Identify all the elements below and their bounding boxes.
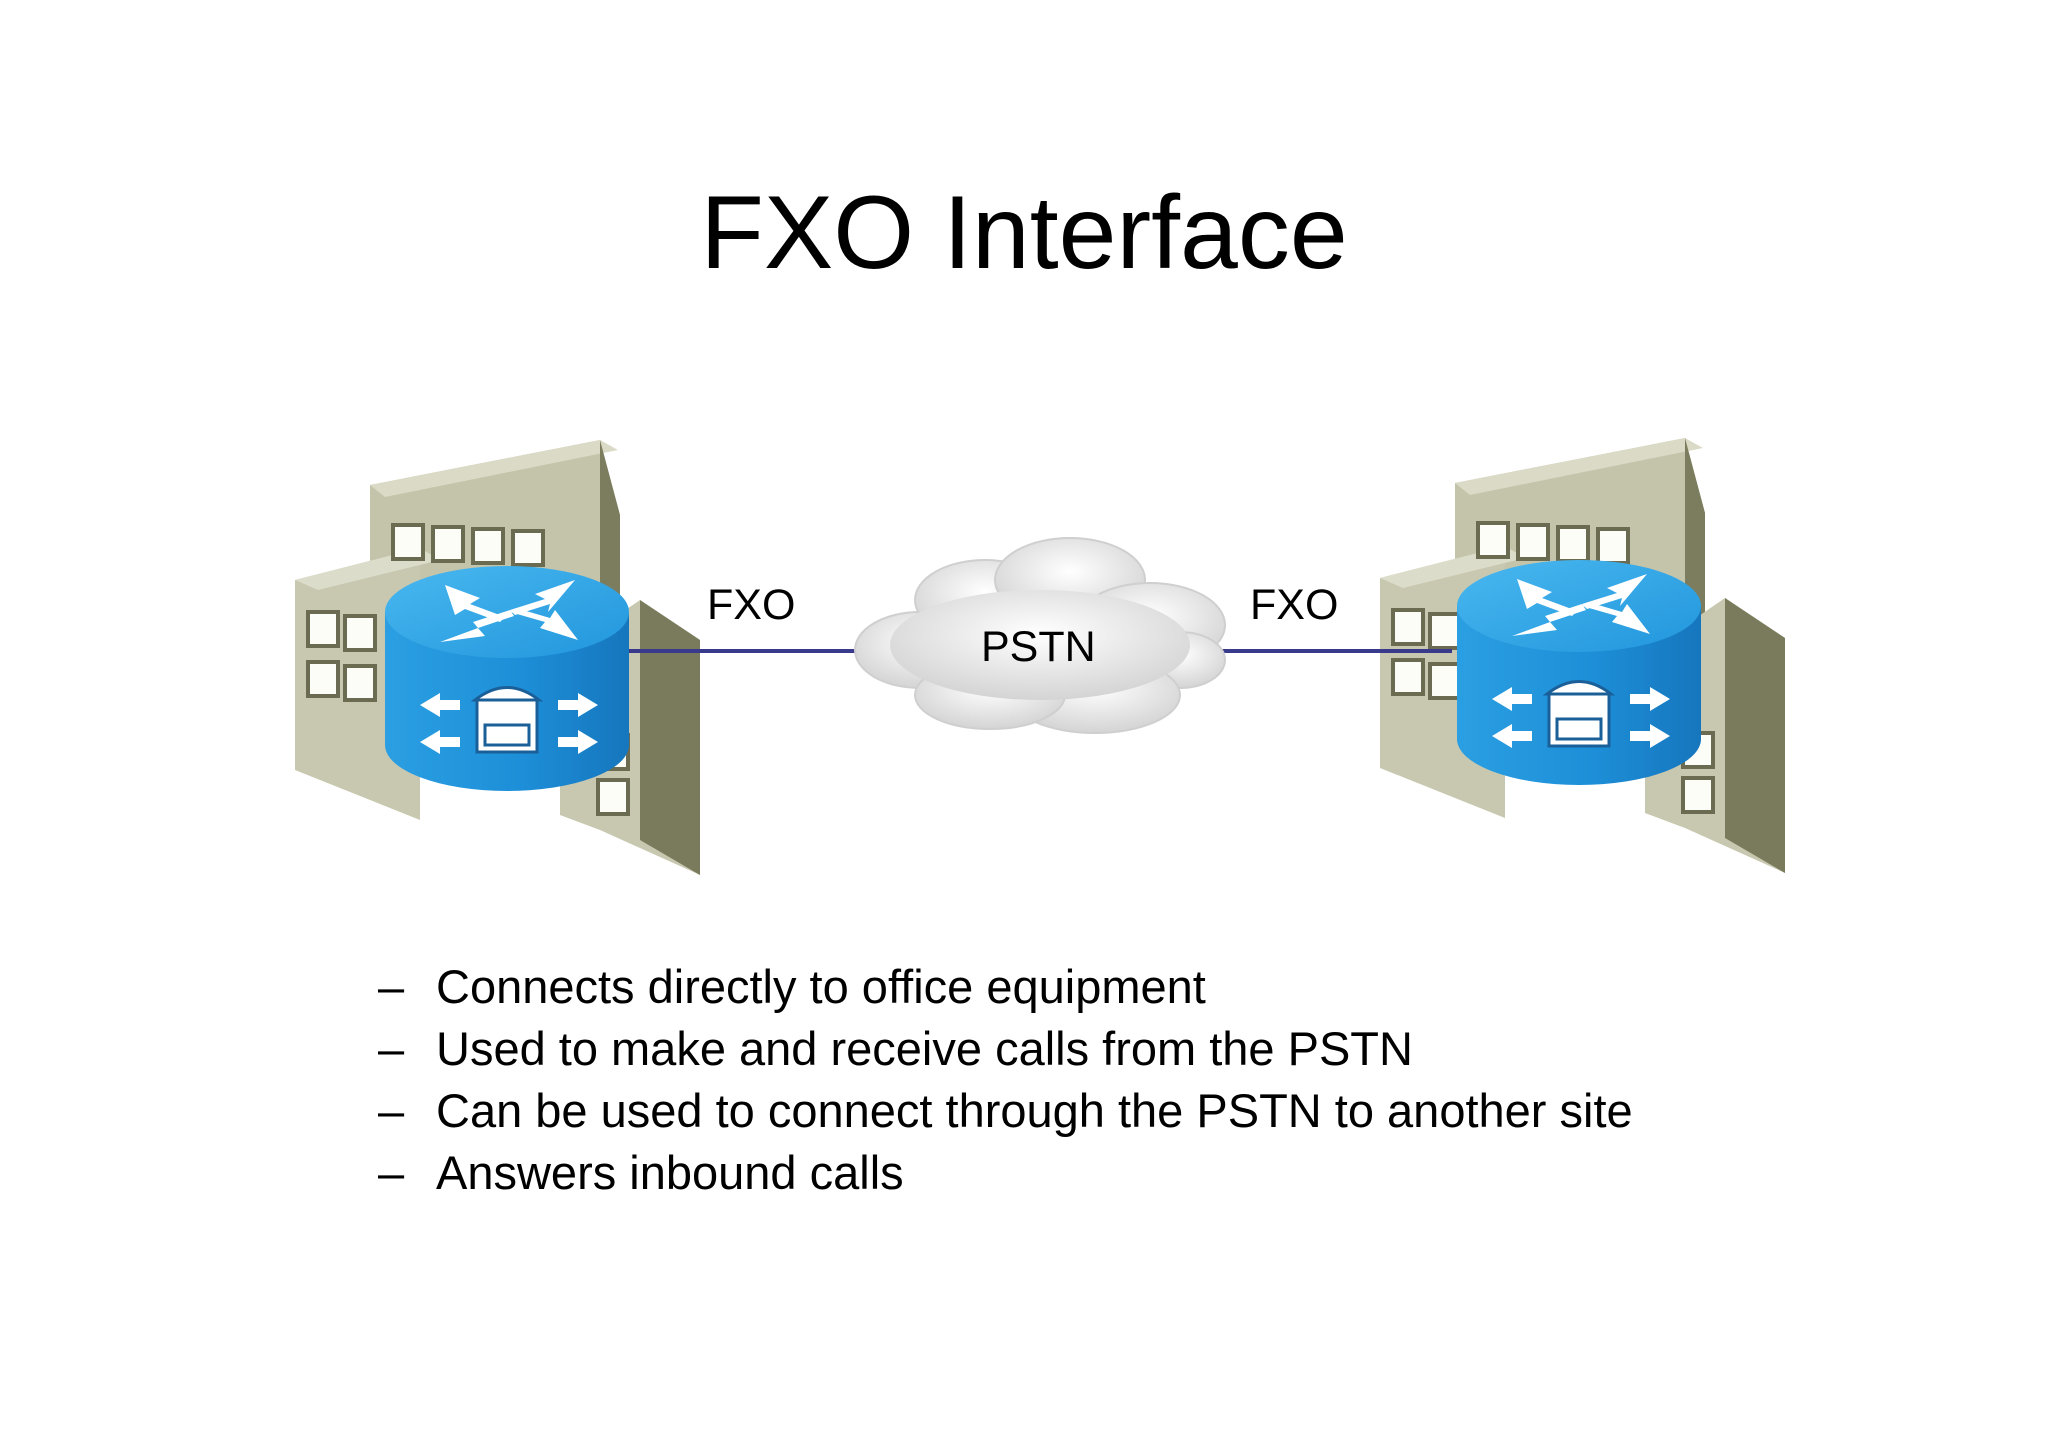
- left-voice-router-icon: [383, 564, 631, 793]
- left-fxo-label: FXO: [707, 581, 796, 629]
- pstn-label: PSTN: [981, 623, 1096, 671]
- slide-title: FXO Interface: [700, 175, 1348, 291]
- bullet-text: Used to make and receive calls from the …: [436, 1022, 1413, 1075]
- bullet-text: Can be used to connect through the PSTN …: [436, 1084, 1633, 1137]
- pstn-cloud-icon: [854, 537, 1226, 734]
- bullet-text: Connects directly to office equipment: [436, 960, 1206, 1013]
- bullet-marker: –: [378, 1146, 405, 1199]
- bullet-marker: –: [378, 1084, 405, 1137]
- list-item: – Answers inbound calls: [378, 1142, 1633, 1204]
- bullet-marker: –: [378, 1022, 405, 1075]
- bullet-marker: –: [378, 960, 405, 1013]
- list-item: – Used to make and receive calls from th…: [378, 1018, 1633, 1080]
- right-voice-router-icon: [1455, 558, 1703, 787]
- list-item: – Can be used to connect through the PST…: [378, 1080, 1633, 1142]
- bullet-list: – Connects directly to office equipment …: [378, 956, 1633, 1204]
- right-fxo-label: FXO: [1250, 581, 1339, 629]
- list-item: – Connects directly to office equipment: [378, 956, 1633, 1018]
- bullet-text: Answers inbound calls: [436, 1146, 904, 1199]
